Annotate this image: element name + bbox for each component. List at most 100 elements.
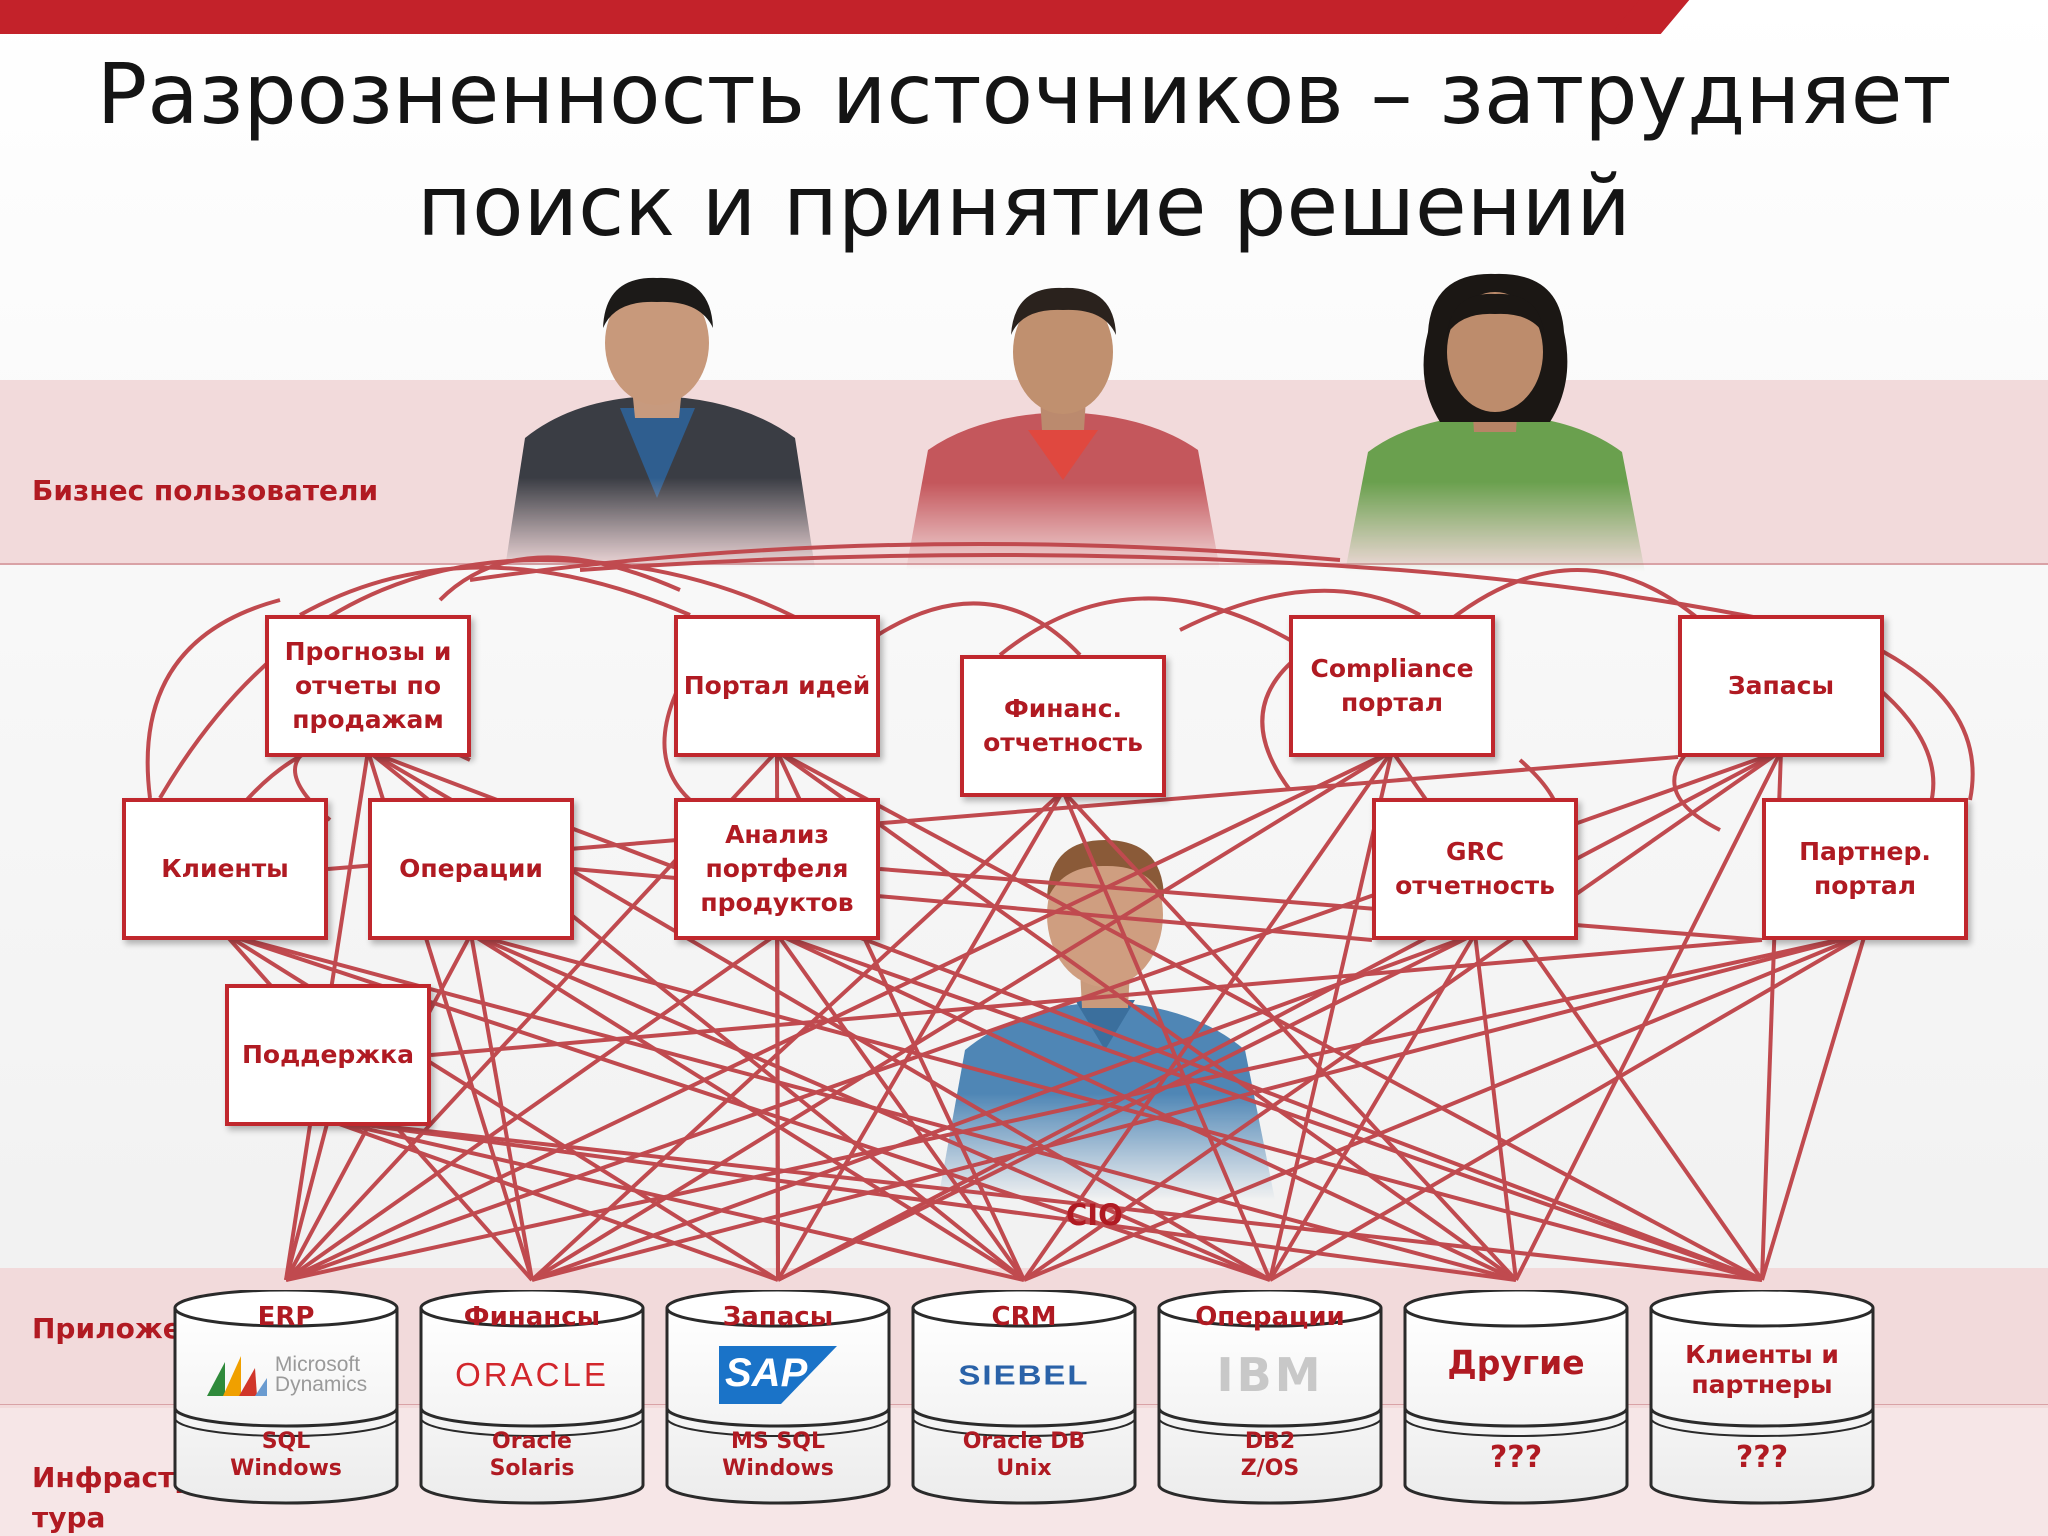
portal-box-operations: Операции: [368, 798, 574, 940]
connection-line: [284, 1119, 330, 1281]
database-label: Клиенты и партнеры: [1685, 1340, 1839, 1399]
connection-line: [327, 1118, 1025, 1282]
connection-arc: [299, 565, 691, 617]
connection-line: [531, 932, 1866, 1282]
connection-line: [1760, 933, 1867, 1281]
title-line-2: поиск и принятие решений: [417, 157, 1631, 255]
infrastructure-label: SQL Windows: [230, 1429, 342, 1481]
connection-arc: [998, 596, 1291, 657]
connection-arc: [579, 553, 1861, 642]
business-user-photo-3: [1345, 273, 1645, 572]
row-label-business-users: Бизнес пользователи: [32, 474, 379, 507]
infrastructure-label: DB2 Z/OS: [1240, 1429, 1300, 1481]
connection-line: [879, 867, 1763, 942]
connection-line: [469, 933, 534, 1281]
oracle-logo: ORACLE: [455, 1356, 609, 1393]
connection-line: [1022, 749, 1783, 1282]
connection-line: [327, 1118, 1517, 1282]
connection-line: [776, 932, 1763, 1282]
connection-line: [1022, 749, 1394, 1282]
connection-line: [285, 932, 1866, 1282]
database-7: Клиенты и партнеры???: [1649, 1290, 1875, 1505]
business-user-photo-2: [906, 287, 1220, 570]
siebel-logo: SIEBEL: [958, 1358, 1090, 1391]
database-6: Другие???: [1403, 1290, 1629, 1505]
infrastructure-label: Oracle Solaris: [489, 1429, 575, 1481]
sap-badge-icon: [719, 1346, 837, 1404]
portal-box-partner: Партнер. портал: [1762, 798, 1968, 940]
connection-line: [285, 749, 1393, 1282]
application-label: Операции: [1195, 1302, 1345, 1332]
connection-arc: [1179, 588, 1421, 632]
connection-line: [1473, 933, 1518, 1281]
connection-line: [777, 932, 1476, 1282]
vendor-logo: SIEBEL: [911, 1344, 1137, 1406]
connection-line: [775, 932, 1026, 1282]
connection-line: [1268, 750, 1394, 1281]
title-line-1: Разрозненность источников – затрудняет: [96, 45, 1952, 143]
database-cylinder: [1157, 1290, 1383, 1505]
connection-line: [284, 932, 779, 1282]
database-3: Запасы SAP MS SQL Windows: [665, 1290, 891, 1505]
connection-line: [775, 749, 1518, 1282]
connection-line: [530, 749, 1394, 1282]
top-accent-bar: [0, 0, 1655, 34]
portal-box-finance: Финанс. отчетность: [960, 655, 1166, 797]
infrastructure-label: MS SQL Windows: [722, 1429, 834, 1481]
vendor-logo: IBM: [1157, 1344, 1383, 1406]
connection-line: [1514, 750, 1783, 1281]
logo-text-line: Dynamics: [274, 1373, 368, 1396]
microsoft-dynamics-logo: Microsoft Dynamics: [205, 1352, 367, 1398]
connection-line: [777, 749, 1782, 1282]
application-label: Запасы: [722, 1302, 834, 1332]
database-cylinder: [1649, 1290, 1875, 1505]
application-label: Финансы: [463, 1302, 601, 1332]
portal-box-grc: GRC отчетность: [1372, 798, 1578, 940]
connection-arc: [1859, 638, 1975, 801]
connection-line: [327, 1118, 1763, 1282]
database-4: CRM SIEBEL Oracle DB Unix: [911, 1290, 1137, 1505]
connection-line: [531, 932, 1476, 1282]
connection-line: [1268, 932, 1867, 1282]
connection-line: [367, 749, 1763, 1282]
connection-line: [469, 932, 1026, 1282]
connection-arc: [1260, 653, 1302, 792]
logo-text-line: Microsoft: [274, 1353, 361, 1376]
connection-line: [470, 932, 1763, 1282]
connection-arc: [1448, 568, 1702, 622]
portal-box-clients: Клиенты: [122, 798, 328, 940]
database-1: ERP Microsoft Dynamics SQL Windows: [173, 1290, 399, 1505]
connection-arc: [868, 601, 1082, 657]
vendor-logo: Microsoft Dynamics: [173, 1344, 399, 1406]
connection-line: [775, 933, 780, 1281]
portal-box-ideas: Портал идей: [674, 615, 880, 757]
row-label-infrastructure-line-2: тура: [32, 1501, 106, 1534]
database-cylinder: [1403, 1290, 1629, 1505]
connection-line: [1061, 790, 1272, 1281]
ibm-logo: IBM: [1216, 1348, 1324, 1402]
infrastructure-label: ???: [1489, 1440, 1543, 1475]
application-label: CRM: [991, 1302, 1057, 1332]
sap-logo-text: SAP: [725, 1351, 808, 1395]
database-label: Другие: [1447, 1343, 1585, 1382]
database-cylinder: [419, 1290, 645, 1505]
connection-line: [1023, 932, 1866, 1282]
connection-line: [776, 932, 1517, 1282]
application-label: ERP: [257, 1302, 315, 1332]
connection-arc: [145, 598, 281, 799]
connection-arc: [469, 542, 1341, 582]
database-cylinder: [911, 1290, 1137, 1505]
portal-box-compliance: Compliance портал: [1289, 615, 1495, 757]
infrastructure-label: Oracle DB Unix: [962, 1429, 1086, 1481]
connection-line: [1268, 932, 1477, 1282]
sap-logo: SAP: [719, 1346, 837, 1404]
connection-arc: [438, 555, 681, 602]
portal-box-forecasts: Прогнозы и отчеты по продажам: [265, 615, 471, 757]
dynamics-bars-icon: [206, 1356, 267, 1396]
portal-box-support: Поддержка: [225, 984, 431, 1126]
connection-line: [327, 1118, 779, 1282]
cio-label: CIO: [1066, 1198, 1123, 1232]
connection-line: [470, 932, 1271, 1282]
